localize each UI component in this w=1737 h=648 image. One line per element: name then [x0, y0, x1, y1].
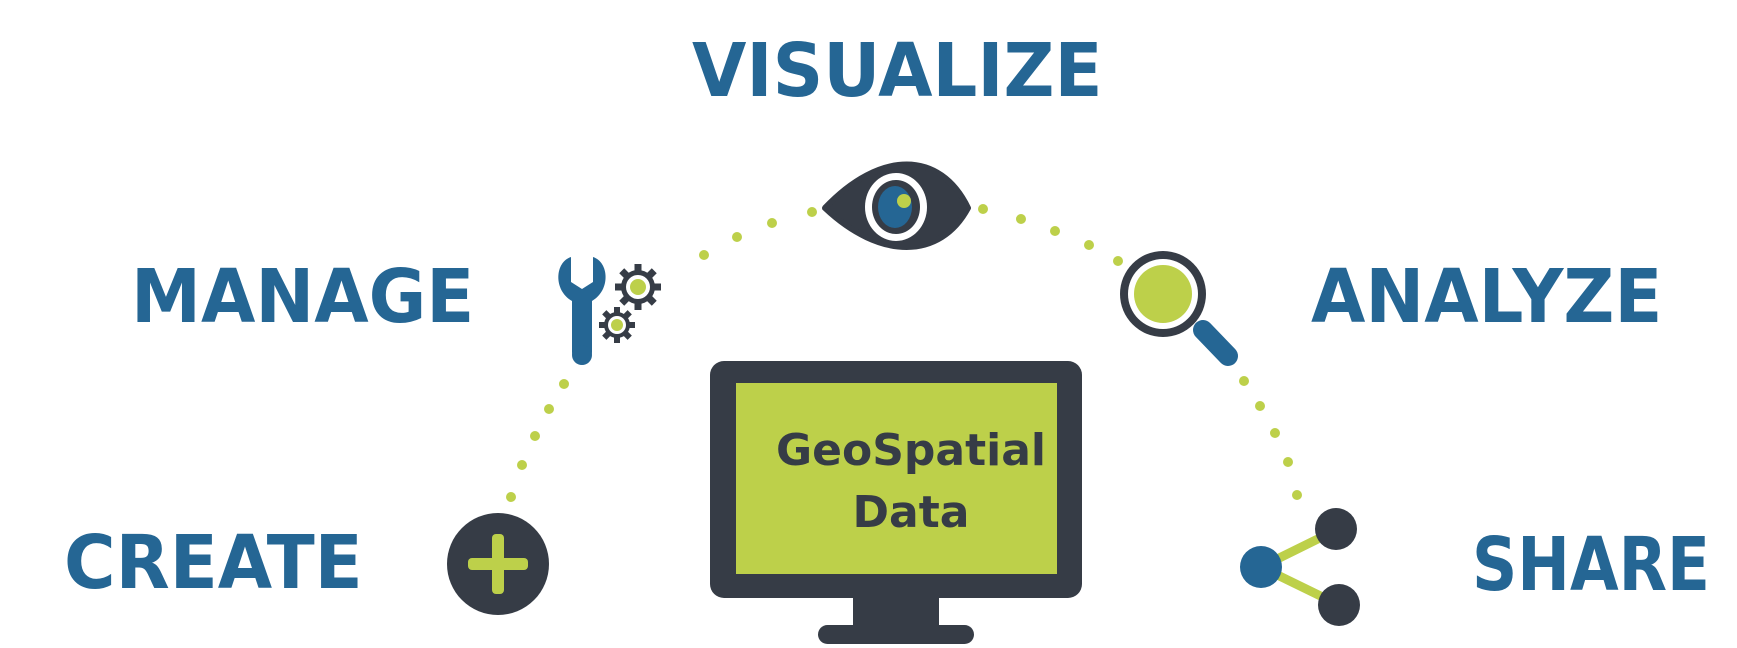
monitor-line-2: Data	[852, 487, 970, 538]
monitor-icon	[710, 361, 1082, 644]
monitor-screen-text: GeoSpatial Data	[736, 420, 1086, 544]
share-label: SHARE	[1472, 522, 1711, 608]
wrench-gears-icon	[558, 257, 661, 365]
share-icon	[1240, 508, 1360, 626]
visualize-label: VISUALIZE	[692, 28, 1103, 114]
plus-circle-icon	[447, 513, 549, 615]
create-label: CREATE	[64, 520, 363, 606]
analyze-label: ANALYZE	[1311, 254, 1663, 340]
eye-icon	[822, 161, 971, 250]
dotted-arc	[506, 204, 1302, 502]
manage-label: MANAGE	[131, 254, 475, 340]
magnifier-icon	[1120, 251, 1238, 366]
monitor-line-1: GeoSpatial	[776, 425, 1046, 476]
